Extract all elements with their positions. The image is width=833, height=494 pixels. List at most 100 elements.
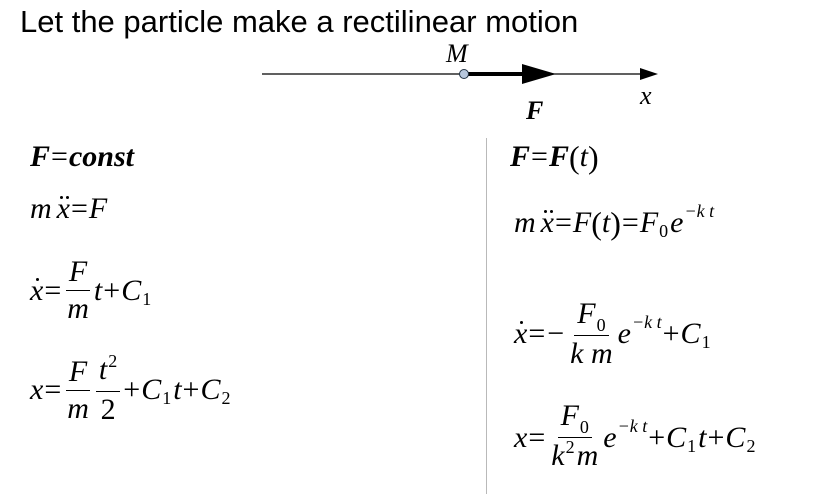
- constant-symbol: C: [200, 373, 221, 406]
- fraction-denominator: k m: [570, 337, 613, 370]
- right-equation-1: m x = F ( t ) = F 0 e −k t: [514, 201, 714, 241]
- force-subscript: 0: [579, 417, 589, 437]
- time-symbol: t: [93, 273, 103, 307]
- fraction-denominator: 2: [100, 393, 116, 426]
- left-equation-2: x = F m t + C 1: [30, 256, 151, 325]
- mass-symbol: m: [30, 192, 52, 225]
- force-subscript: 0: [659, 221, 669, 241]
- right-paren: ): [587, 139, 599, 175]
- time-symbol: t: [98, 353, 108, 386]
- slide-heading: Let the particle make a rectilinear moti…: [20, 4, 579, 39]
- plus-sign: +: [182, 373, 200, 406]
- right-equation-2: x = − F0 k m e −k t + C 1: [514, 298, 711, 370]
- equals-sign: =: [528, 317, 546, 350]
- x-axis-arrowhead: [640, 68, 658, 80]
- constant-subscript: 1: [701, 332, 711, 352]
- exponent: 2: [565, 437, 575, 457]
- right-case-title: F = F ( t ): [510, 140, 599, 174]
- equals-sign: =: [44, 273, 62, 307]
- fraction-denominator: k2m: [548, 437, 601, 475]
- time-symbol: t: [173, 373, 182, 406]
- left-equation-3: x = F m t2 2 + C 1 t + C 2: [30, 351, 231, 426]
- exponent: 2: [108, 351, 118, 371]
- plus-sign: +: [707, 420, 725, 454]
- force-symbol: F: [88, 192, 108, 225]
- force-vector-arrowhead: [522, 64, 556, 84]
- const-word: const: [68, 140, 134, 173]
- fraction-numerator: t2: [95, 351, 121, 392]
- fraction-denominator: m: [67, 391, 89, 425]
- equals-sign: =: [71, 192, 88, 225]
- left-paren: (: [568, 139, 580, 175]
- fraction: F0 k m: [567, 298, 615, 370]
- minus-sign: −: [547, 317, 565, 350]
- force-symbol: F: [639, 206, 659, 239]
- force-symbol: F: [572, 206, 592, 239]
- force-label: F: [525, 96, 543, 125]
- fraction-numerator: F: [65, 355, 91, 391]
- fraction: F0 k2m: [548, 400, 601, 475]
- acceleration-symbol: x: [540, 206, 554, 239]
- mass-symbol: m: [514, 206, 536, 239]
- force-symbol: F: [30, 140, 51, 173]
- equals-sign: =: [621, 206, 639, 239]
- equals-sign: =: [555, 206, 572, 239]
- position-symbol: x: [30, 373, 44, 406]
- fraction-numerator: F0: [574, 297, 609, 336]
- left-paren: (: [591, 205, 602, 241]
- exponent: −k t: [617, 415, 648, 436]
- constant-subscript: 2: [221, 388, 231, 408]
- left-case-title: F = const: [30, 140, 134, 174]
- time-symbol: t: [698, 420, 707, 454]
- point-label: M: [445, 39, 469, 68]
- time-symbol: t: [601, 206, 611, 239]
- velocity-symbol: x: [514, 317, 528, 350]
- constant-subscript: 1: [142, 288, 152, 309]
- fraction: F m: [64, 256, 92, 325]
- constant-symbol: C: [666, 420, 687, 454]
- time-symbol: t: [579, 140, 588, 173]
- column-divider: [486, 138, 487, 494]
- equals-sign: =: [51, 140, 68, 173]
- force-symbol: F: [577, 297, 596, 330]
- k-symbol: k: [551, 439, 565, 472]
- right-paren: ): [610, 205, 621, 241]
- constant-symbol: C: [121, 273, 142, 307]
- euler-symbol: e: [617, 317, 631, 350]
- axis-label: x: [639, 81, 652, 110]
- fraction-numerator: F0: [557, 399, 592, 438]
- motion-diagram: M x F: [262, 39, 658, 125]
- fraction: F m: [64, 355, 92, 425]
- force-symbol: F: [510, 140, 531, 173]
- constant-subscript: 2: [746, 435, 756, 456]
- equals-sign: =: [528, 420, 546, 454]
- force-subscript: 0: [596, 315, 606, 335]
- mass-symbol: m: [576, 439, 599, 472]
- euler-symbol: e: [670, 206, 684, 239]
- force-symbol: F: [548, 140, 569, 173]
- constant-symbol: C: [680, 317, 701, 350]
- euler-symbol: e: [603, 420, 617, 454]
- equals-sign: =: [531, 140, 548, 173]
- plus-sign: +: [662, 317, 680, 350]
- fraction: t2 2: [95, 351, 121, 426]
- left-equation-1: m x = F: [30, 192, 107, 226]
- plus-sign: +: [103, 273, 121, 307]
- particle-point: [459, 69, 469, 79]
- velocity-symbol: x: [30, 273, 44, 307]
- equals-sign: =: [44, 373, 62, 406]
- plus-sign: +: [123, 373, 141, 406]
- exponent: −k t: [684, 201, 715, 221]
- acceleration-symbol: x: [56, 192, 70, 225]
- constant-symbol: C: [141, 373, 162, 406]
- right-equation-3: x = F0 k2m e −k t + C 1 t + C 2: [514, 400, 755, 475]
- fraction-numerator: F: [65, 256, 91, 291]
- exponent: −k t: [631, 312, 662, 332]
- constant-subscript: 1: [687, 435, 697, 456]
- plus-sign: +: [648, 420, 666, 454]
- force-symbol: F: [560, 399, 579, 432]
- constant-subscript: 1: [162, 388, 172, 408]
- constant-symbol: C: [725, 420, 746, 454]
- position-symbol: x: [514, 420, 528, 454]
